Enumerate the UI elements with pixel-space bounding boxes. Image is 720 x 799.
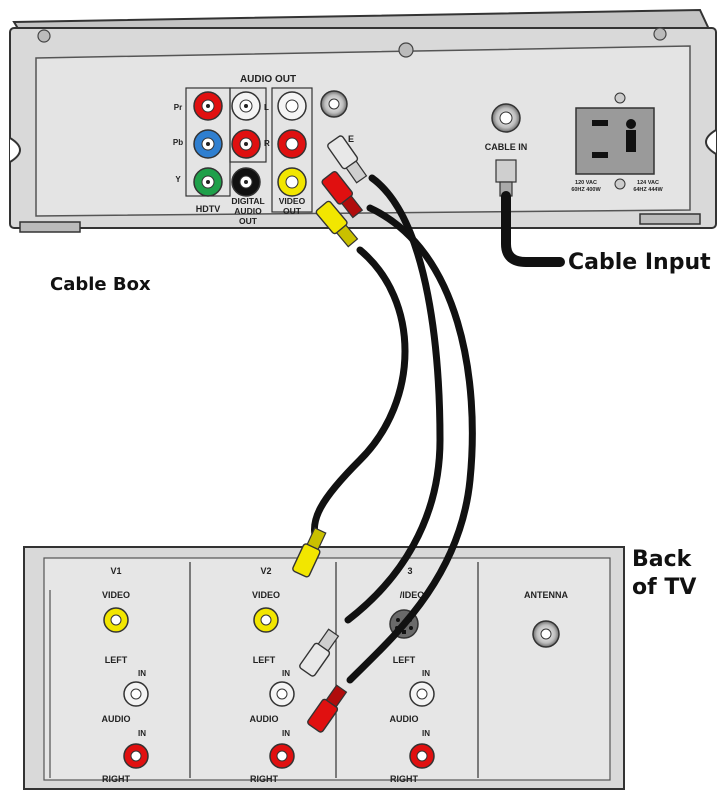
v1-left-in-label: IN bbox=[138, 669, 146, 678]
pr-jack[interactable] bbox=[193, 91, 223, 121]
digital-audio-out-label-2: AUDIO bbox=[234, 206, 262, 216]
v3-audio-label: AUDIO bbox=[390, 714, 419, 724]
tv-panel-inner bbox=[43, 557, 611, 781]
pb-label: Pb bbox=[173, 138, 183, 147]
v2-audio-left-jack[interactable] bbox=[269, 681, 295, 707]
tv-back-panel: V1 VIDEO LEFT IN AUDIO IN RIGHT V2 VIDEO… bbox=[23, 546, 625, 790]
v1-label: V1 bbox=[110, 566, 121, 576]
back-of-tv-label-2: of TV bbox=[632, 575, 696, 600]
v1-audio-right-jack[interactable] bbox=[123, 743, 149, 769]
power-rating-right-2: 64HZ 444W bbox=[633, 187, 663, 193]
pr-label: Pr bbox=[174, 103, 182, 112]
antenna-coax-connector[interactable] bbox=[532, 620, 560, 648]
cable-box-notch-left bbox=[9, 137, 21, 163]
video-cable-wire bbox=[310, 246, 409, 544]
video-out-label-1: VIDEO bbox=[279, 196, 306, 206]
v1-audio-label: AUDIO bbox=[102, 714, 131, 724]
cable-box-label: Cable Box bbox=[50, 274, 151, 295]
cable-box: AUDIO OUT Pr Pb Y HDTV L R bbox=[9, 8, 717, 233]
v1-video-jack[interactable] bbox=[103, 607, 129, 633]
v2-left-in-label: IN bbox=[282, 669, 290, 678]
screw-hole-icon bbox=[37, 29, 51, 43]
back-of-tv-label-1: Back bbox=[632, 547, 693, 572]
y-label: Y bbox=[175, 175, 181, 184]
red-rca-plug-top bbox=[321, 170, 364, 219]
white-rca-plug-bottom bbox=[299, 628, 340, 677]
white-rca-plug-top bbox=[327, 135, 368, 184]
l-label: L bbox=[264, 103, 269, 112]
v1-right-label: RIGHT bbox=[102, 774, 131, 784]
v3-right-label: RIGHT bbox=[390, 774, 419, 784]
v1-video-label: VIDEO bbox=[102, 590, 130, 600]
v2-video-jack[interactable] bbox=[253, 607, 279, 633]
v3-left-in-label: IN bbox=[422, 669, 430, 678]
r-label: R bbox=[264, 139, 270, 148]
screw-icon bbox=[614, 178, 626, 190]
pb-jack[interactable] bbox=[193, 129, 223, 159]
rca-cable-bundle bbox=[292, 135, 476, 733]
red-rca-plug-bottom bbox=[307, 684, 348, 733]
video-out-label-2: OUT bbox=[283, 206, 302, 216]
digital-audio-out-label-1: DIGITAL bbox=[231, 196, 264, 206]
audio-right-cable-wire bbox=[346, 204, 476, 684]
cable-input-wire bbox=[495, 159, 565, 267]
digital-audio-out-label-3: OUT bbox=[239, 216, 258, 226]
cable-box-foot-right bbox=[639, 213, 701, 225]
v2-right-label: RIGHT bbox=[250, 774, 279, 784]
cable-in-label: CABLE IN bbox=[485, 142, 528, 152]
hdtv-label: HDTV bbox=[196, 204, 221, 214]
v2-label: V2 bbox=[260, 566, 271, 576]
screw-hole-icon bbox=[653, 27, 667, 41]
cable-box-notch-right bbox=[705, 129, 717, 155]
v2-video-label: VIDEO bbox=[252, 590, 280, 600]
yellow-rca-plug-top bbox=[315, 200, 359, 248]
audio-out-left-jack[interactable] bbox=[231, 91, 261, 121]
cable-in-coax-connector[interactable] bbox=[491, 103, 521, 133]
cable-input-label: Cable Input bbox=[568, 250, 711, 275]
v2-audio-label: AUDIO bbox=[250, 714, 279, 724]
digital-audio-out-jack[interactable] bbox=[231, 167, 261, 197]
v2-left-label: LEFT bbox=[253, 655, 276, 665]
v3-right-in-label: IN bbox=[422, 729, 430, 738]
av-out-right-jack[interactable] bbox=[277, 129, 307, 159]
av-out-group-frame bbox=[271, 87, 313, 213]
antenna-label: ANTENNA bbox=[524, 590, 568, 600]
s-video-label-partial: /IDEO bbox=[400, 590, 425, 600]
v3-left-label: LEFT bbox=[393, 655, 416, 665]
power-rating-right-1: 124 VAC bbox=[637, 180, 659, 186]
v2-right-in-label: IN bbox=[282, 729, 290, 738]
v2-audio-right-jack[interactable] bbox=[269, 743, 295, 769]
cable-box-foot-left bbox=[19, 221, 81, 233]
power-rating-left-2: 60HZ 400W bbox=[571, 187, 601, 193]
screw-icon bbox=[614, 92, 626, 104]
power-receptacle bbox=[575, 107, 655, 175]
audio-out-right-jack[interactable] bbox=[231, 129, 261, 159]
yellow-rca-plug-bottom bbox=[292, 527, 327, 578]
v1-right-in-label: IN bbox=[138, 729, 146, 738]
power-rating-left-1: 120 VAC bbox=[575, 180, 597, 186]
v1-audio-left-jack[interactable] bbox=[123, 681, 149, 707]
audio-out-label: AUDIO OUT bbox=[240, 74, 296, 85]
cable-out-label-partial: E bbox=[348, 134, 354, 144]
cable-out-coax-connector[interactable] bbox=[320, 90, 348, 118]
av-out-left-jack[interactable] bbox=[277, 91, 307, 121]
v3-audio-right-jack[interactable] bbox=[409, 743, 435, 769]
v1-left-label: LEFT bbox=[105, 655, 128, 665]
y-jack[interactable] bbox=[193, 167, 223, 197]
video-out-jack[interactable] bbox=[277, 167, 307, 197]
audio-left-cable-wire bbox=[344, 174, 444, 624]
audio-out-group-frame bbox=[229, 87, 267, 163]
v3-audio-left-jack[interactable] bbox=[409, 681, 435, 707]
v3-label-partial: 3 bbox=[407, 566, 412, 576]
screw-hole-icon bbox=[398, 42, 414, 58]
